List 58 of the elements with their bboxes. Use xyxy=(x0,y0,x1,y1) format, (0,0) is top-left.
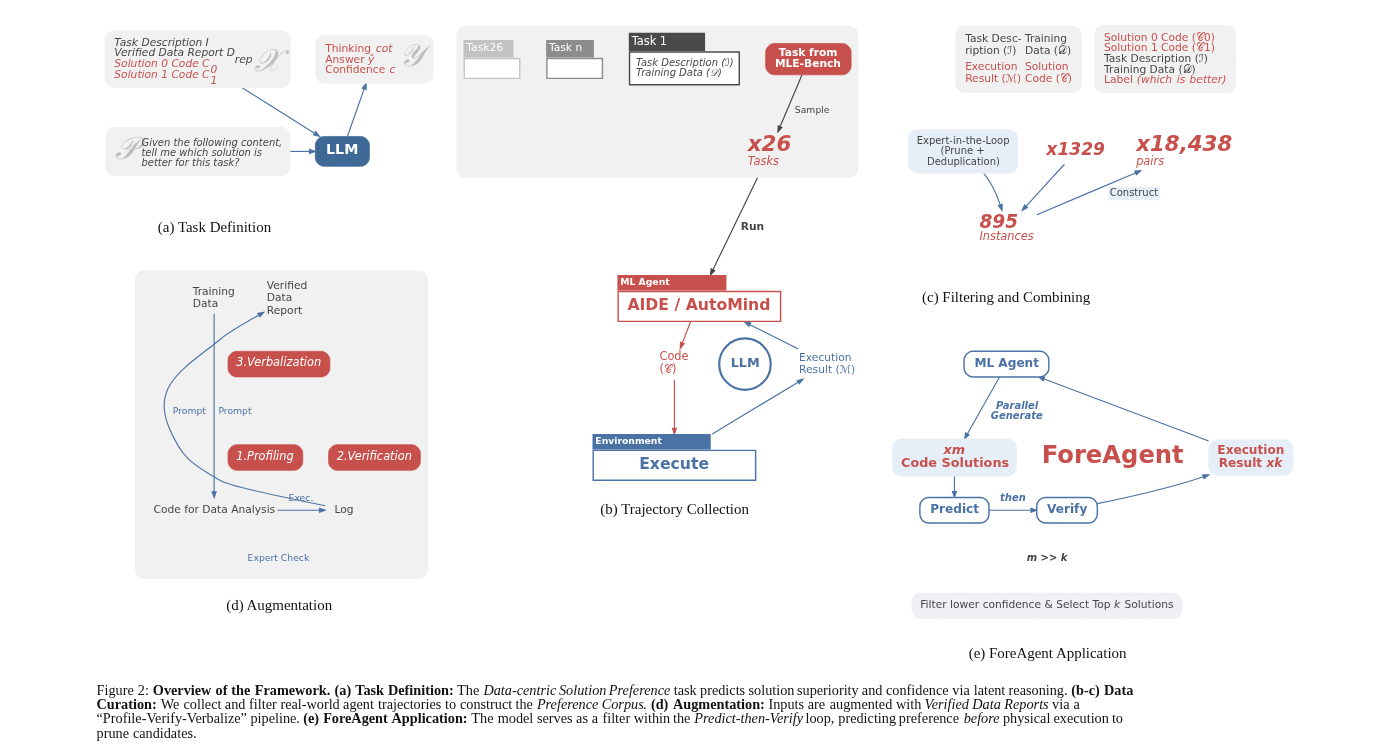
edge-label: Construct xyxy=(1109,187,1158,199)
arrow xyxy=(346,81,367,137)
node-text: x1329 xyxy=(1045,139,1105,160)
edge-label: Prompt xyxy=(217,405,252,417)
node-box: 2.Verification xyxy=(327,444,421,471)
arrow xyxy=(711,378,805,435)
edge-label: Run xyxy=(740,220,764,234)
label: (d) Augmentation xyxy=(225,596,332,613)
node-box: Task from MLE-Bench xyxy=(764,43,851,76)
arrow xyxy=(963,376,1000,441)
arrow xyxy=(1035,170,1142,216)
node-box: ML Agent xyxy=(962,350,1050,378)
node-circle: LLM xyxy=(717,337,772,391)
edge-label: Parallel Generate xyxy=(990,400,1043,422)
node-box: 3.Verbalization xyxy=(227,350,330,378)
arrow xyxy=(709,177,758,277)
label: ForeAgent xyxy=(1041,441,1184,470)
arrow xyxy=(982,172,1003,213)
edge-label: Sample xyxy=(794,103,830,115)
label: Expert Check xyxy=(247,552,309,564)
label: (b) Trajectory Collection xyxy=(599,501,749,518)
edge-label: Exec. xyxy=(288,492,313,504)
cluster xyxy=(455,25,858,178)
node-box: Predict xyxy=(918,496,990,524)
arrow xyxy=(671,379,677,436)
node-text: Code (𝒞) xyxy=(658,349,689,377)
label: (a) Task Definition xyxy=(157,219,271,236)
node-text: Training Data xyxy=(192,284,235,311)
node-box: LLM xyxy=(314,136,370,167)
arrow xyxy=(742,321,799,350)
label: (c) Filtering and Combining xyxy=(921,289,1090,306)
edge-label: then xyxy=(999,491,1026,503)
arrow xyxy=(276,507,327,514)
arrow xyxy=(1096,474,1210,505)
label: (e) ForeAgent Application xyxy=(968,644,1126,661)
node-text: x18,438 pairs xyxy=(1135,131,1232,168)
node-text: Verified Data Report xyxy=(266,279,307,317)
node-box: 1.Profiling xyxy=(227,444,303,471)
arrow xyxy=(1020,163,1065,212)
node-text: Execution Result (ℳ) xyxy=(798,350,855,376)
node-box: Verify xyxy=(1035,496,1098,524)
node-text: x26 Tasks xyxy=(747,131,791,168)
node-text: 895 Instances xyxy=(978,210,1034,244)
node-text: Code for Data Analysis xyxy=(153,503,275,517)
edge-label: Prompt xyxy=(172,405,206,417)
cluster xyxy=(134,270,428,579)
label: m >> k xyxy=(1026,551,1067,563)
node-text: Log xyxy=(334,503,354,517)
arrow xyxy=(776,74,803,134)
arrow xyxy=(988,507,1038,514)
node-box: Execution Result xk xyxy=(1207,439,1293,476)
arrow xyxy=(241,87,321,138)
arrow xyxy=(679,321,691,350)
arrow xyxy=(210,313,217,500)
node-box: Expert-in-the-Loop (Prune + Deduplication) xyxy=(907,129,1018,174)
caption: Figure 2: Overview of the Framework. (a) Task Definition: The Data-centric Solution Preference task predicts solution superiority and confidence via latent reasoning. (b-c) Data Curation: We collect and filter real-world agent trajectories to construct the Preference Corpus. (d) Augmentation: Inputs are augmented with Verified Data Reports via a “Profile-Verify-Verbalize” pipeline. (e) ForeAgent Application: The model serves as a filter within the Predict-then-Verify loop, predicting preference before physical execution to prune candidates. xyxy=(96,681,1133,741)
arrow xyxy=(289,148,317,155)
node-box: xm Code Solutions xyxy=(891,438,1017,477)
